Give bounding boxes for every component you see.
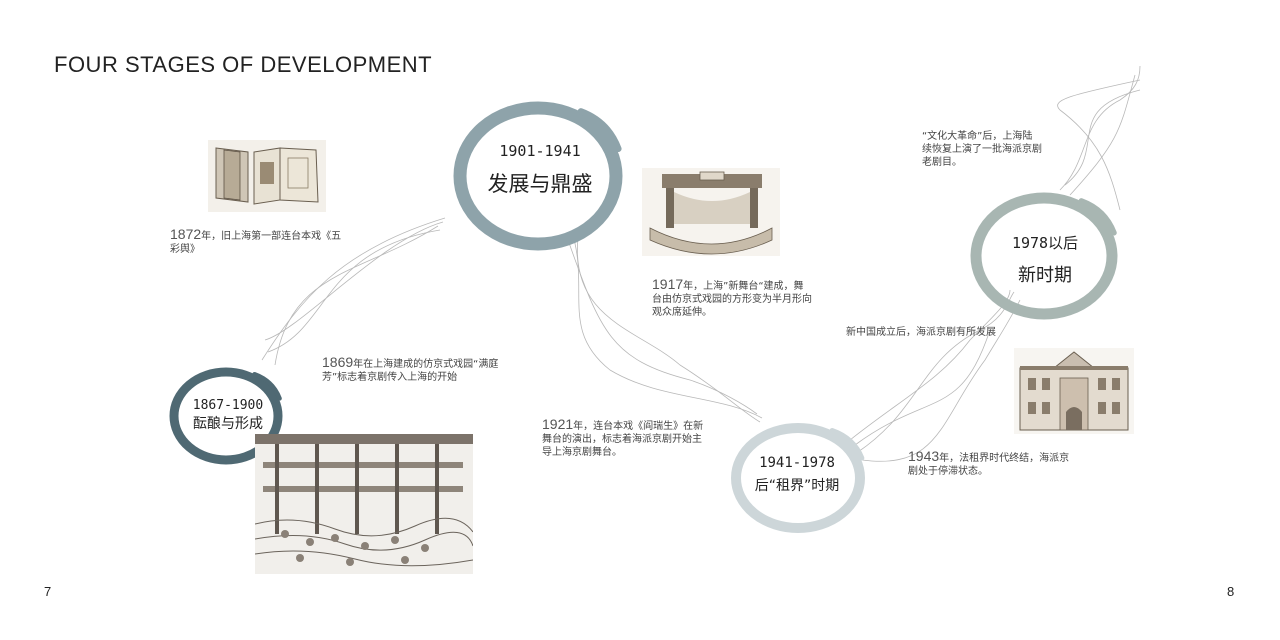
note-1869: 1869年在上海建成的仿京式戏园“满庭芳”标志着京剧传入上海的开始 <box>322 354 499 383</box>
note-1921: 1921年，连台本戏《阎瑞生》在新舞台的演出，标志着海派京剧开始主导上海京剧舞台… <box>542 416 704 458</box>
connector-strands <box>261 65 1141 462</box>
note-cultural-revolution: “文化大革命”后，上海陆续恢复上演了一批海派京剧老剧目。 <box>922 131 1042 168</box>
stage-label-1941: 1941-1978 后“租界”时期 <box>733 455 861 495</box>
stage-label-1867: 1867-1900 酝酿与形成 <box>178 398 278 433</box>
strand-3 <box>849 289 1011 441</box>
page-title: FOUR STAGES OF DEVELOPMENT <box>54 52 433 77</box>
ring-stroke <box>453 101 623 251</box>
strand-3d <box>854 329 991 446</box>
ring-brush-tail <box>1078 198 1117 236</box>
stage-years: 1901-1941 <box>499 142 581 160</box>
stage-ring-1901 <box>453 101 623 251</box>
stage-ring-1941 <box>731 423 865 533</box>
ring-brush-tail <box>829 428 865 461</box>
strand-4d <box>1057 79 1141 211</box>
page-number-right: 8 <box>1227 584 1235 599</box>
strand-1 <box>261 217 446 361</box>
stage-years: 1941-1978 <box>759 455 835 471</box>
note-1872: 1872年，旧上海第一部连台本戏《五彩舆》 <box>170 226 342 255</box>
stage-ring-1867 <box>169 367 283 465</box>
stage-label-1901: 1901-1941 发展与鼎盛 <box>470 142 610 198</box>
stage-label-1978: 1978以后 新时期 <box>985 232 1105 287</box>
strand-4 <box>1059 65 1141 191</box>
note-1943: 1943年，法租界时代终结，海派京剧处于停滞状态。 <box>908 448 1070 477</box>
stage-years: 1867-1900 <box>192 398 264 413</box>
stage-illustration <box>642 168 780 256</box>
building-illustration <box>1014 348 1134 434</box>
strand-1c <box>274 225 439 366</box>
strand-1b <box>267 229 441 353</box>
strand-4b <box>1064 89 1141 186</box>
ring-stroke <box>731 423 865 533</box>
strand-2b <box>577 237 761 423</box>
ring-stroke <box>169 367 283 465</box>
ring-brush-tail <box>252 371 282 401</box>
strand-2c <box>567 239 758 415</box>
stage-name: 酝酿与形成 <box>193 416 263 432</box>
note-post-1949: 新中国成立后，海派京剧有所发展 <box>846 327 996 338</box>
strand-3c <box>861 299 1021 462</box>
strand-4c <box>1069 74 1136 196</box>
note-1917: 1917年，上海”新舞台“建成，舞台由仿京式戏园的方形变为半月形向观众席延伸。 <box>652 276 812 318</box>
book-illustration <box>208 140 326 212</box>
strand-1d <box>264 221 444 341</box>
stage-name: 新时期 <box>1018 265 1072 286</box>
ring-brush-tail <box>577 108 622 153</box>
stage-name: 后“租界”时期 <box>754 478 840 494</box>
stage-ring-1978 <box>970 192 1118 320</box>
stage-years: 1978以后 <box>1011 234 1079 252</box>
ring-stroke <box>970 192 1118 320</box>
strand-2 <box>571 231 763 419</box>
page-number-left: 7 <box>44 584 52 599</box>
stage-name: 发展与鼎盛 <box>487 172 593 196</box>
theater-interior-illustration <box>255 434 473 574</box>
